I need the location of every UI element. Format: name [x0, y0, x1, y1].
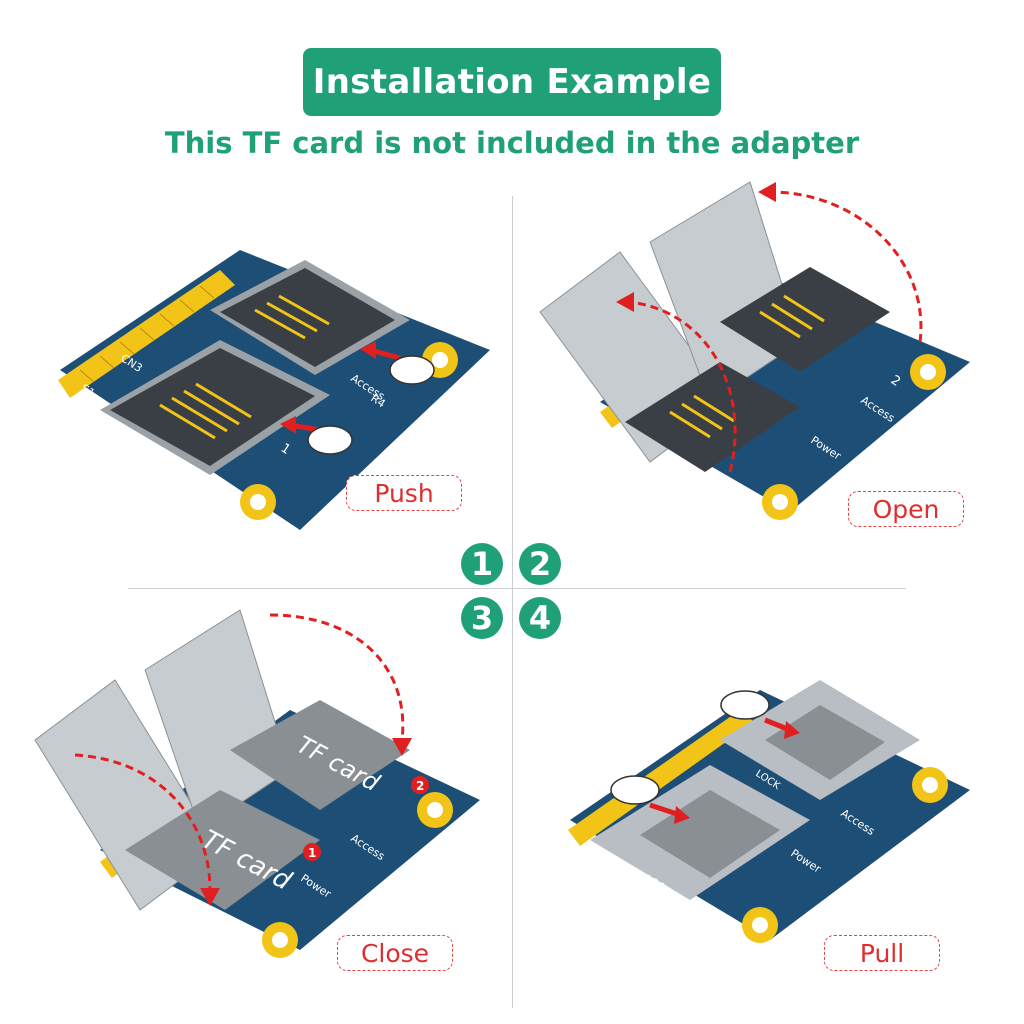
- tf-socket-1: [625, 362, 800, 472]
- hand-icon: [389, 355, 435, 385]
- vertical-divider: [512, 196, 513, 1008]
- push-step-illustration: CN3 S1 Access R4 1: [58, 250, 490, 530]
- gold-edge-connector: [568, 710, 754, 846]
- step-number-3: 3: [461, 597, 503, 639]
- open-label: Open: [848, 491, 964, 527]
- close-step-illustration: TF card TF card Access Power 1 2: [34, 609, 480, 958]
- silk-s1: S1: [78, 382, 97, 401]
- horizontal-divider: [128, 588, 906, 589]
- tf-card-2: [765, 705, 885, 780]
- open-step-illustration: Access Power 2: [539, 172, 970, 520]
- hand-icon: [307, 425, 353, 455]
- title-banner: Installation Example: [303, 48, 721, 116]
- badge-2-icon: [411, 776, 429, 794]
- tf-socket-2: [720, 267, 890, 372]
- hand-icon: [610, 775, 660, 805]
- close-arrow-icon: [269, 613, 405, 741]
- open-arrow-icon: [629, 300, 737, 473]
- close-arrow-icon: [74, 753, 212, 891]
- step-number-4: 4: [519, 597, 561, 639]
- open-arrow-icon: [769, 190, 923, 343]
- badge-2-text: 2: [416, 779, 424, 793]
- hand-icon: [720, 690, 770, 720]
- subtitle: This TF card is not included in the adap…: [164, 126, 860, 160]
- tf-card-1: [125, 790, 320, 910]
- push-label: Push: [346, 475, 462, 511]
- badge-1-icon: [303, 843, 321, 861]
- tf-card-1: [640, 790, 780, 878]
- pull-step-illustration: Access Power LOCK LOCK: [568, 680, 970, 943]
- close-label: Close: [337, 935, 453, 971]
- step-number-2: 2: [519, 543, 561, 585]
- pull-label: Pull: [824, 935, 940, 971]
- badge-1-text: 1: [308, 846, 316, 860]
- tf-card-2: [230, 700, 410, 810]
- pull-arrow-icon: [649, 802, 681, 818]
- step-number-1: 1: [461, 543, 503, 585]
